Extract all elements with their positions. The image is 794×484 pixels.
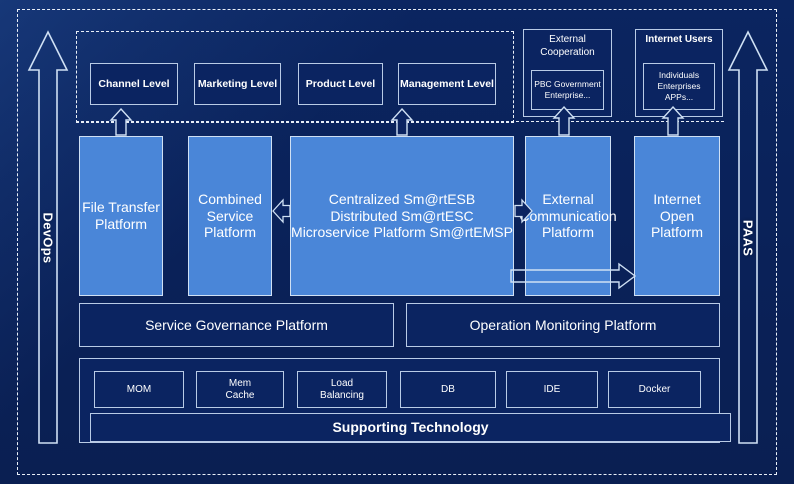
channel-group-boundary [76,31,514,123]
internet-users-group[interactable]: Internet Users Individuals Enterprises A… [635,29,723,117]
operation-monitoring-platform-box[interactable]: Operation Monitoring Platform [406,303,720,347]
tech-load-balancing-label: Load Balancing [320,377,364,401]
external-cooperation-group[interactable]: External Cooperation PBC Government Ente… [523,29,612,117]
centralized-esb-platform-label: Centralized Sm@rtESB Distributed Sm@rtES… [291,191,513,241]
file-transfer-platform-label: File Transfer Platform [82,199,160,232]
marketing-level-label: Marketing Level [197,77,278,90]
tech-ide-box[interactable]: IDE [506,371,598,408]
operation-monitoring-platform-label: Operation Monitoring Platform [469,316,657,333]
tech-docker-label: Docker [638,383,671,395]
external-communication-platform-label: External Communication Platform [519,191,617,241]
tech-mem-cache-label: Mem Cache [225,377,255,401]
paas-arrow: PAAS [727,30,769,445]
tech-mem-cache-box[interactable]: Mem Cache [196,371,284,408]
devops-arrow-label: DevOps [40,212,56,263]
service-governance-platform-label: Service Governance Platform [145,316,328,333]
paas-arrow-label: PAAS [740,219,756,256]
supporting-technology-bar[interactable]: Supporting Technology [90,413,731,442]
centralized-esb-platform-box[interactable]: Centralized Sm@rtESB Distributed Sm@rtES… [290,136,514,296]
tech-db-box[interactable]: DB [400,371,496,408]
file-transfer-platform-box[interactable]: File Transfer Platform [79,136,163,296]
external-cooperation-title: External Cooperation [540,34,595,58]
management-level-label: Management Level [400,77,494,90]
service-governance-platform-box[interactable]: Service Governance Platform [79,303,394,347]
tech-mom-label: MOM [126,383,152,395]
internet-users-inner: Individuals Enterprises APPs... [643,63,715,110]
outer-boundary [17,9,777,475]
internet-open-platform-label: Internet Open Platform [650,191,704,241]
internet-open-platform-box[interactable]: Internet Open Platform [634,136,720,296]
connector-arrow-up-channel [109,107,133,136]
tech-db-label: DB [441,383,455,395]
connector-arrow-up-users [661,105,685,136]
channel-level-label: Channel Level [98,77,170,90]
product-level-label: Product Level [305,77,376,90]
connector-arrow-up-cooperation [552,105,576,136]
connector-arrow-left [272,198,291,224]
tech-docker-box[interactable]: Docker [608,371,701,408]
external-cooperation-inner: PBC Government Enterprise... [531,70,604,110]
tech-load-balancing-box[interactable]: Load Balancing [297,371,387,408]
product-level-box[interactable]: Product Level [298,63,383,105]
channel-level-box[interactable]: Channel Level [90,63,178,105]
supporting-technology-label: Supporting Technology [332,419,489,436]
connector-arrow-right [514,198,533,224]
combined-service-platform-label: Combined Service Platform [198,191,262,241]
external-communication-platform-box[interactable]: External Communication Platform [519,136,617,296]
connector-arrow-long-right [510,262,637,292]
marketing-level-box[interactable]: Marketing Level [194,63,281,105]
tech-mom-box[interactable]: MOM [94,371,184,408]
combined-service-platform-box[interactable]: Combined Service Platform [188,136,272,296]
connector-arrow-up-management [390,107,414,136]
management-level-box[interactable]: Management Level [398,63,496,105]
internet-users-title: Internet Users [645,34,713,45]
tech-ide-label: IDE [543,383,561,395]
devops-arrow: DevOps [27,30,69,445]
